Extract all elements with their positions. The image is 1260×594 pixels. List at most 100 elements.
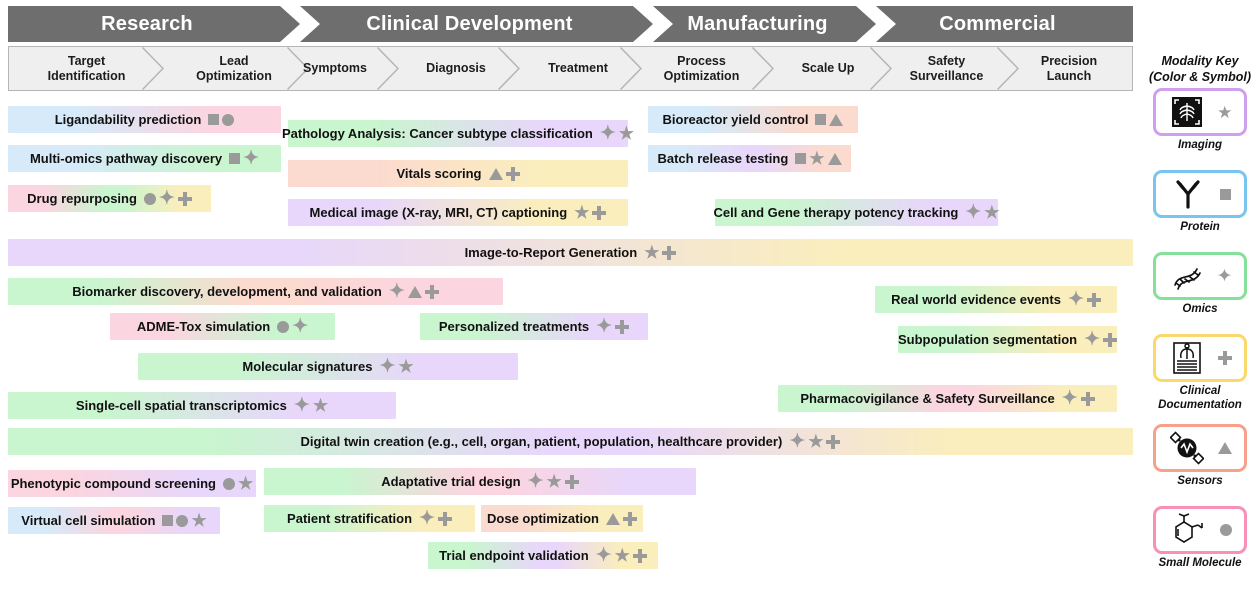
capability-bar[interactable]: Pathology Analysis: Cancer subtype class… <box>282 120 634 147</box>
capability-bar-label: Pharmacovigilance & Safety Surveillance <box>800 391 1055 406</box>
capability-bar-label: Trial endpoint validation <box>439 548 589 563</box>
modality-key-item-sensors[interactable]: Sensors <box>1153 424 1247 489</box>
diamond-symbol-icon: ✦ <box>965 202 982 223</box>
modality-key-item-small-molecule[interactable]: Small Molecule <box>1153 506 1247 571</box>
substage-safety-surveillance[interactable]: Safety Surveillance <box>874 47 1019 90</box>
diamond-symbol-icon: ✦ <box>1067 289 1084 310</box>
capability-bar[interactable]: Ligandability prediction <box>8 106 281 133</box>
capability-modality-symbols: ✦ <box>1068 290 1101 309</box>
capability-bar[interactable]: Batch release testing★ <box>648 145 851 172</box>
modality-swatch-box <box>1153 334 1247 382</box>
capability-modality-symbols: ★ <box>222 475 253 492</box>
capability-bar[interactable]: Medical image (X-ray, MRI, CT) captionin… <box>288 199 628 226</box>
substage-process-optimization[interactable]: Process Optimization <box>629 47 774 90</box>
capability-bar[interactable]: Molecular signatures✦★ <box>138 353 518 380</box>
capability-bar-label: Multi-omics pathway discovery <box>29 151 223 166</box>
plus-symbol-icon <box>592 205 607 220</box>
diamond-symbol-icon: ✦ <box>789 431 806 452</box>
capability-bar[interactable]: ADME-Tox simulation✦ <box>110 313 335 340</box>
capability-bar[interactable]: Drug repurposing ✦ <box>8 185 211 212</box>
star-symbol-icon: ★ <box>574 203 590 222</box>
capability-modality-symbols: ✦ <box>1084 329 1118 350</box>
capability-modality-symbols: ✦★ <box>294 396 328 415</box>
capability-modality-symbols: ✦ <box>389 282 439 301</box>
diamond-symbol-icon: ✦ <box>158 188 175 209</box>
substage-label: Process Optimization <box>663 53 740 83</box>
star-symbol-icon: ★ <box>546 472 562 491</box>
capability-modality-symbols <box>605 511 637 526</box>
capability-bar[interactable]: Phenotypic compound screening★ <box>8 470 256 497</box>
capability-bar[interactable]: Patient stratification✦ <box>264 505 475 532</box>
triangle-symbol-icon <box>605 512 620 525</box>
capability-bar[interactable]: Biomarker discovery, development, and va… <box>8 278 503 305</box>
diamond-symbol-icon: ✦ <box>293 395 310 416</box>
capability-bar[interactable]: Image-to-Report Generation★ <box>8 239 1133 266</box>
plus-symbol-icon <box>826 434 841 449</box>
capability-bar-label: Medical image (X-ray, MRI, CT) captionin… <box>309 205 568 220</box>
capability-modality-symbols: ✦★ <box>596 546 647 565</box>
plus-symbol-icon <box>615 319 630 334</box>
capability-bar[interactable]: Vitals scoring <box>288 160 628 187</box>
star-symbol-icon: ★ <box>809 149 825 168</box>
capability-bar-label: Vitals scoring <box>396 166 482 181</box>
capability-bar[interactable]: Adaptative trial design✦★ <box>264 468 696 495</box>
modality-key-item-clinical-docs[interactable]: Clinical Documentation <box>1153 334 1247 413</box>
stage-research[interactable]: Research <box>8 6 300 42</box>
star-symbol-icon: ★ <box>191 511 207 530</box>
capability-bar-label: Drug repurposing <box>27 191 137 206</box>
diamond-symbol-icon: ✦ <box>599 123 616 144</box>
star-symbol-icon: ★ <box>984 203 1000 222</box>
substage-precision-launch[interactable]: Precision Launch <box>1004 47 1134 90</box>
capability-bar[interactable]: Dose optimization <box>481 505 643 532</box>
capability-bar-label: Pathology Analysis: Cancer subtype class… <box>281 126 593 141</box>
capability-bar-label: Subpopulation segmentation <box>897 332 1078 347</box>
capability-bar[interactable]: Multi-omics pathway discovery✦ <box>8 145 281 172</box>
capability-bar[interactable]: Real world evidence events✦ <box>875 286 1117 313</box>
substage-lead-optimization[interactable]: Lead Optimization <box>159 47 309 90</box>
capability-bar[interactable]: Trial endpoint validation ✦★ <box>428 542 658 569</box>
imaging-icon <box>1168 93 1206 131</box>
stage-manufacturing[interactable]: Manufacturing <box>653 6 876 42</box>
capability-bar[interactable]: Digital twin creation (e.g., cell, organ… <box>8 428 1133 455</box>
capability-bar-label: Virtual cell simulation <box>21 513 156 528</box>
capability-bar-label: Ligandability prediction <box>54 112 202 127</box>
plus-symbol-icon <box>564 474 579 489</box>
capability-modality-symbols: ✦★ <box>789 431 841 452</box>
capability-bar-label: ADME-Tox simulation <box>136 319 271 334</box>
substage-diagnosis[interactable]: Diagnosis <box>392 47 520 90</box>
substage-symptoms[interactable]: Symptoms <box>271 47 399 90</box>
stage-label: Research <box>101 12 193 35</box>
capability-modality-symbols: ★ <box>162 511 207 530</box>
capability-bar[interactable]: Cell and Gene therapy potency tracking✦★ <box>713 199 1000 226</box>
modality-name-label: Clinical Documentation <box>1158 385 1242 411</box>
stage-commercial[interactable]: Commercial <box>876 6 1133 42</box>
triangle-symbol-icon <box>827 152 842 165</box>
substage-label: Target Identification <box>47 53 126 83</box>
modality-swatch-box <box>1153 424 1247 472</box>
diamond-symbol-icon: ✦ <box>1084 329 1101 350</box>
capability-bar[interactable]: Personalized treatments✦ <box>420 313 648 340</box>
modality-name-label: Protein <box>1180 221 1220 233</box>
substage-label: Lead Optimization <box>196 53 272 83</box>
substage-label: Precision Launch <box>1040 53 1098 83</box>
capability-bar[interactable]: Pharmacovigilance & Safety Surveillance✦ <box>778 385 1117 412</box>
clinical-docs-icon <box>1168 339 1206 377</box>
modality-key-item-omics[interactable]: ✦Omics <box>1153 252 1247 317</box>
substage-label: Symptoms <box>303 61 367 75</box>
capability-modality-symbols: ★ <box>795 149 842 168</box>
capability-bar[interactable]: Virtual cell simulation ★ <box>8 507 220 534</box>
modality-key-item-imaging[interactable]: ★Imaging <box>1153 88 1247 153</box>
diamond-symbol-icon: ✦ <box>388 281 405 302</box>
substage-band: Target Identification Lead Optimization Sy… <box>8 46 1133 91</box>
substage-scale-up[interactable]: Scale Up <box>764 47 892 90</box>
square-symbol-icon <box>208 114 220 125</box>
capability-bar[interactable]: Single-cell spatial transcriptomics✦★ <box>8 392 396 419</box>
capability-bar[interactable]: Bioreactor yield control <box>648 106 858 133</box>
capability-bar[interactable]: Subpopulation segmentation ✦ <box>897 326 1118 353</box>
modality-key-item-protein[interactable]: Protein <box>1153 170 1247 235</box>
substage-treatment[interactable]: Treatment <box>514 47 642 90</box>
stage-clinical-development[interactable]: Clinical Development <box>300 6 653 42</box>
substage-target-identification[interactable]: Target Identification <box>9 47 164 90</box>
capability-bar-label: Image-to-Report Generation <box>464 245 638 260</box>
